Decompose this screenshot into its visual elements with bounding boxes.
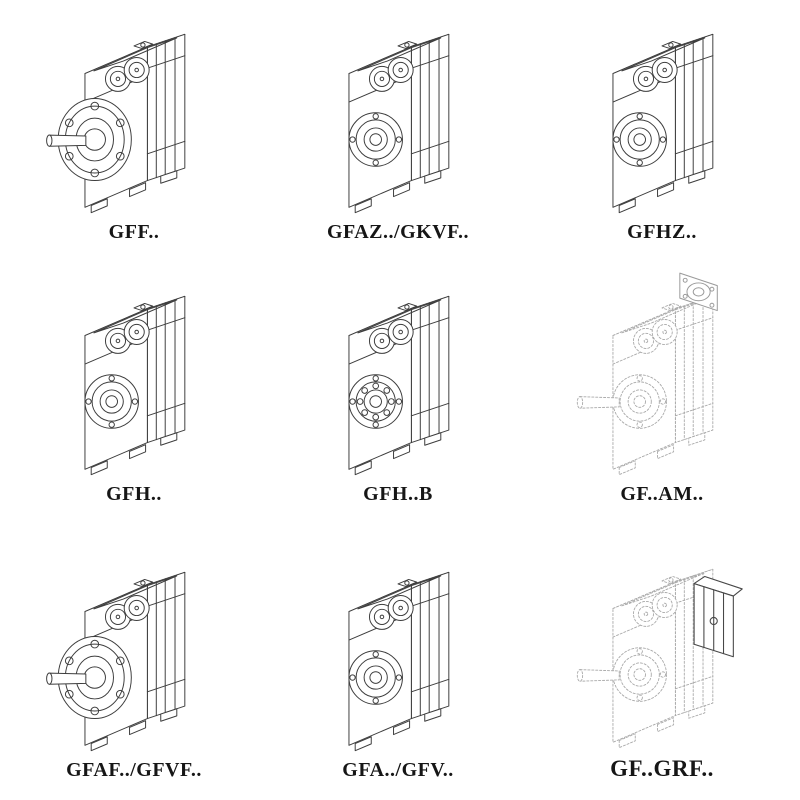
model-label: GFH..B [363, 483, 433, 505]
catalog-cell-gfaf-gfvf: GFAF../GFVF.. [42, 542, 226, 786]
gearbox-drawing-gfaz-gkvf [348, 33, 450, 214]
catalog-cell-gf-grf: GF..GRF.. [570, 542, 754, 786]
gearbox-drawing-gfa-gfv [348, 571, 450, 752]
model-label: GFA../GFV.. [342, 759, 454, 781]
catalog-cell-gff: GFF.. [42, 18, 226, 248]
gearbox-drawing-gfaf-gfvf [46, 571, 186, 752]
hollow-shaft-face [84, 374, 139, 429]
gearbox-drawing-gf-grf [576, 568, 743, 749]
model-label: GFH.. [106, 483, 162, 505]
model-label: GFHZ.. [627, 221, 697, 243]
output-flange [46, 636, 132, 720]
hollow-shaft-face [348, 650, 403, 705]
output-shaft-phantom [576, 396, 620, 409]
model-label: GFAZ../GKVF.. [326, 221, 470, 243]
model-label: GF..AM.. [620, 483, 704, 505]
catalog-cell-gfa-gfv: GFA../GFV.. [306, 542, 490, 786]
model-label: GFAF../GFVF.. [66, 759, 202, 781]
output-flange [46, 98, 132, 182]
hollow-shaft-face-phantom [612, 374, 667, 429]
catalog-cell-gfhz: GFHZ.. [570, 18, 754, 248]
gearbox-drawing-gf-am [576, 272, 718, 476]
gearbox-drawing-gff [46, 33, 186, 214]
gearbox-drawing-gfhz [612, 33, 714, 214]
hollow-shaft-face-phantom [612, 647, 667, 702]
hollow-shaft-face [612, 112, 667, 167]
model-label: GF..GRF.. [610, 756, 714, 781]
output-shaft-phantom [576, 669, 620, 682]
adapter-box [693, 575, 743, 658]
gearbox-drawing-gfh-b [348, 295, 450, 476]
hollow-shaft-face [348, 112, 403, 167]
catalog-cell-gfh: GFH.. [42, 280, 226, 510]
catalog-cell-gfaz-gkvf: GFAZ../GKVF.. [306, 18, 490, 248]
gearbox-drawing-gfh [84, 295, 186, 476]
model-label: GFF.. [108, 221, 160, 243]
catalog-cell-gfh-b: GFH..B [306, 280, 490, 510]
catalog-cell-gf-am: GF..AM.. [570, 272, 754, 510]
